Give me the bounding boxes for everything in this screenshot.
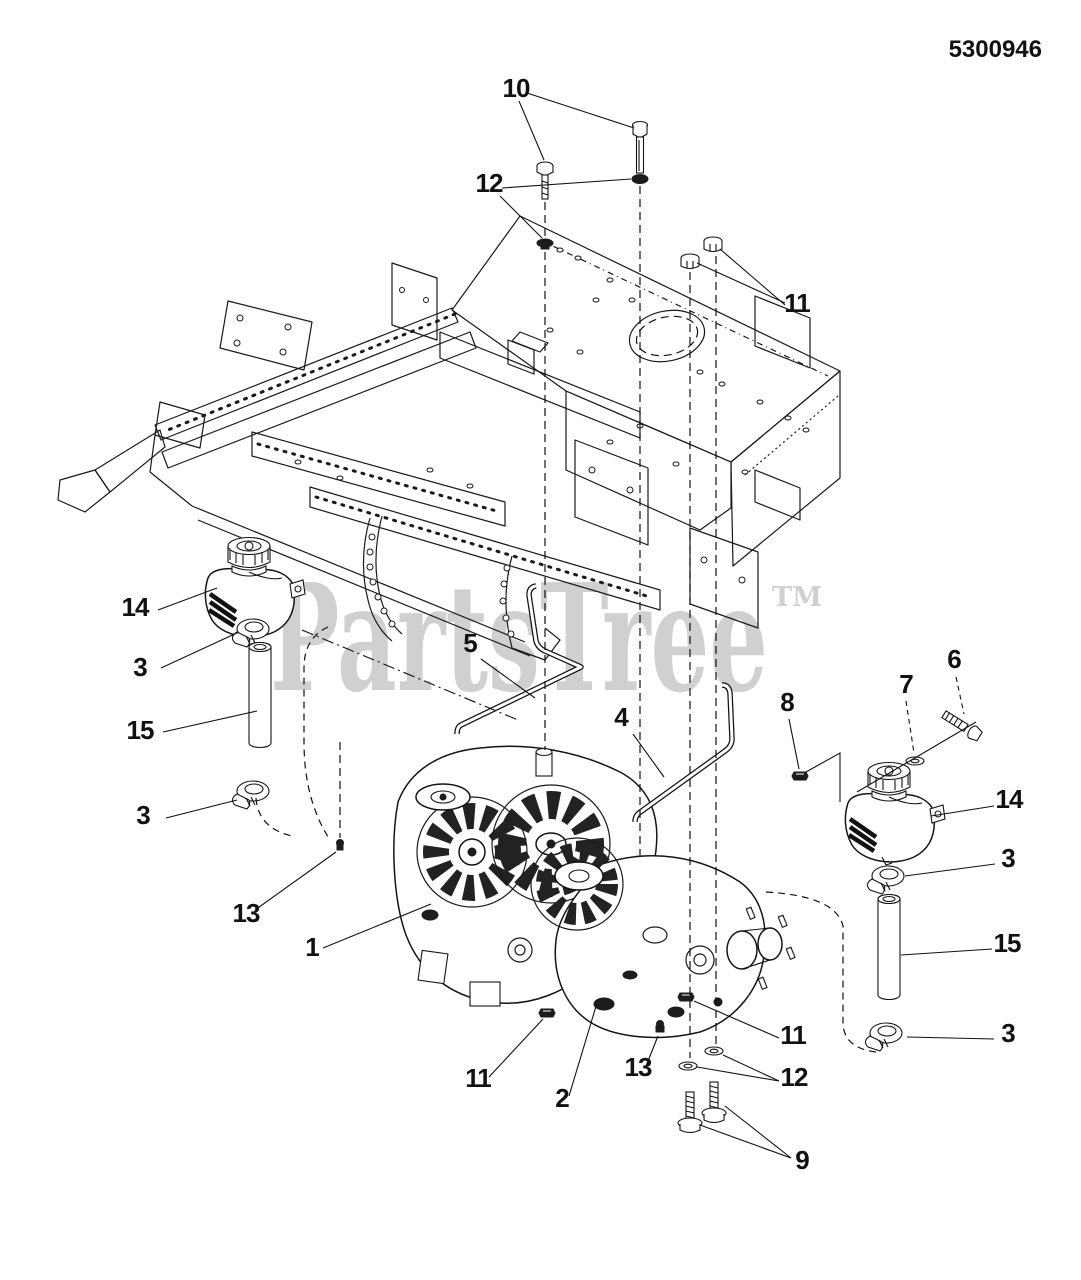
- flange-nut-11-b: [703, 236, 723, 253]
- nut-8: [791, 771, 809, 781]
- nut-11-bottom-left: [538, 1008, 556, 1018]
- watermark-tm: TM: [772, 582, 822, 613]
- callout-14: 14: [122, 592, 150, 622]
- hose-clamp-right-lower: [864, 1022, 903, 1052]
- callout-3: 3: [136, 800, 150, 830]
- leader-lines: [157, 92, 996, 1159]
- bolt-9-a: [677, 1091, 703, 1134]
- callout-15: 15: [127, 715, 154, 745]
- callout-5: 5: [463, 628, 477, 658]
- bolt-9-b: [701, 1081, 727, 1124]
- watermark: PartsTree TM: [270, 551, 822, 725]
- callout-3: 3: [1001, 1018, 1015, 1048]
- flange-nut-12-left: [536, 238, 554, 250]
- callout-11: 11: [784, 288, 810, 318]
- washer-12-a: [678, 1061, 698, 1071]
- reservoir-tank-right: [845, 763, 945, 866]
- bolt-10-long: [631, 120, 649, 174]
- reservoir-tube-right: [877, 893, 901, 1001]
- callout-14: 14: [996, 784, 1024, 814]
- reservoir-tube-left: [248, 641, 272, 749]
- part-number: 5300946: [949, 36, 1042, 63]
- hose-clamp-left-lower: [231, 780, 270, 810]
- callout-11: 11: [465, 1063, 491, 1093]
- callout-3: 3: [133, 652, 147, 682]
- assembly-centerlines: [255, 186, 877, 1058]
- screw-6: [941, 710, 983, 742]
- callout-2: 2: [555, 1083, 569, 1113]
- callout-3: 3: [1001, 843, 1015, 873]
- callout-13: 13: [233, 898, 260, 928]
- callout-11: 11: [780, 1020, 806, 1050]
- callout-13: 13: [625, 1052, 652, 1082]
- nut-11-bottom-right: [677, 992, 695, 1002]
- deck-holes: [294, 247, 810, 489]
- flange-nut-12-right: [631, 174, 649, 184]
- frame-chassis: [57, 215, 841, 661]
- flange-nut-11-a: [680, 253, 700, 270]
- callout-12: 12: [781, 1062, 808, 1092]
- oil-line-pipe-right: [632, 682, 735, 823]
- callout-10: 10: [503, 73, 530, 103]
- callout-4: 4: [614, 702, 629, 732]
- hose-clamp-right-upper: [866, 865, 905, 895]
- washer-12-b: [704, 1046, 724, 1056]
- callout-8: 8: [780, 687, 794, 717]
- callout-9: 9: [795, 1145, 809, 1175]
- transaxle-right: [530, 837, 796, 1039]
- screw-10-short: [536, 161, 554, 200]
- callout-7: 7: [899, 669, 913, 699]
- grease-fitting-13-left: [336, 839, 344, 851]
- callout-15: 15: [994, 928, 1021, 958]
- oil-line-pipe-left: [454, 583, 584, 735]
- callout-6: 6: [947, 644, 961, 674]
- callout-1: 1: [305, 932, 319, 962]
- grease-fitting-13-right: [655, 1020, 665, 1033]
- callout-12: 12: [476, 168, 503, 198]
